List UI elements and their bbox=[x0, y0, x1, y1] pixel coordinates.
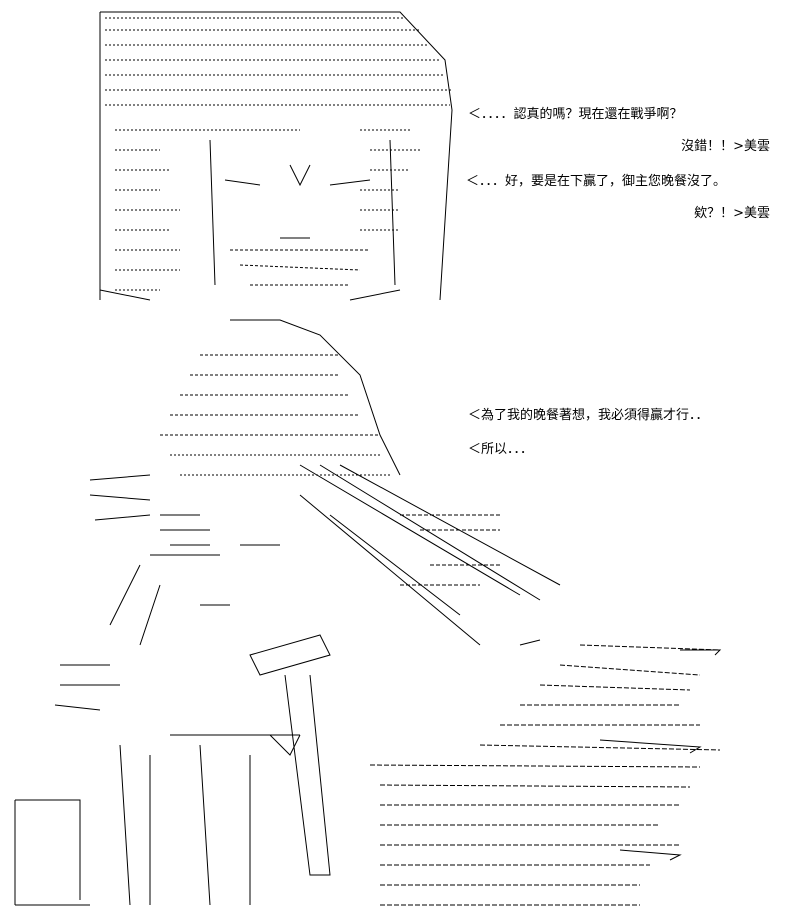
ascii-art-top-drawing bbox=[99, 11, 453, 301]
dialogue-line-4: 欸？！>美雲 bbox=[694, 206, 770, 221]
dialogue-line-6: ＜所以．．． bbox=[468, 442, 534, 457]
ascii-art-bottom-drawing bbox=[14, 319, 722, 906]
dialogue-line-5: ＜為了我的晚餐著想，我必須得贏才行．． bbox=[468, 408, 709, 423]
dialogue-line-1: ＜．．．．認真的嗎？現在還在戰爭啊？ bbox=[468, 107, 683, 122]
dialogue-line-2: 沒錯！！>美雲 bbox=[681, 139, 770, 154]
ascii-art-bottom bbox=[0, 315, 800, 919]
ascii-art-top bbox=[0, 0, 800, 315]
dialogue-line-3: ＜．．．好，要是在下贏了，御主您晚餐沒了。 bbox=[466, 174, 727, 189]
